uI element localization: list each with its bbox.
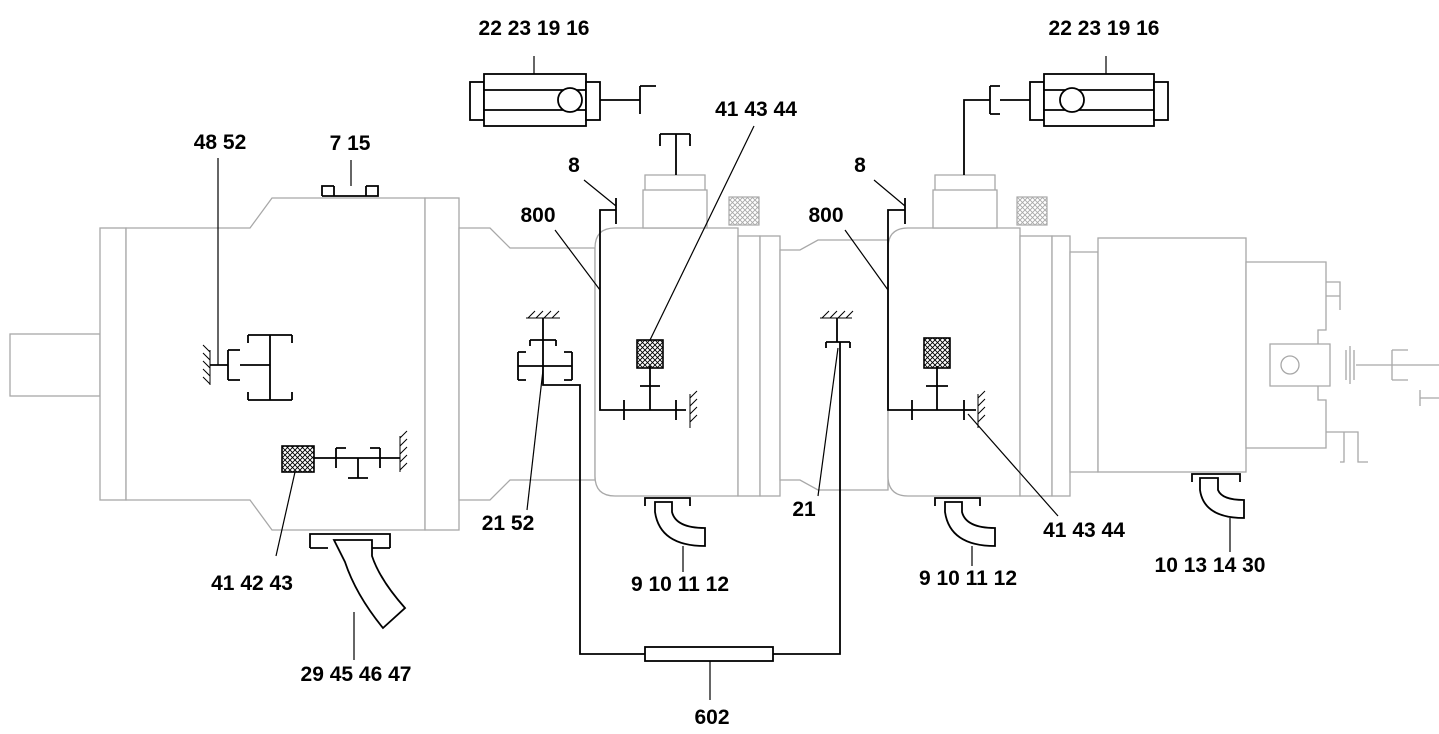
callout-22-23-19-16-left: 22 23 19 16 — [479, 17, 590, 40]
callout-800-left: 800 — [520, 204, 555, 227]
bottom-port-rear — [1191, 473, 1245, 519]
callout-41-43-44-top: 41 43 44 — [715, 98, 797, 121]
callout-29-45-46-47: 29 45 46 47 — [301, 663, 412, 686]
callout-21-52: 21 52 — [482, 512, 535, 535]
callout-41-43-44-bottom: 41 43 44 — [1043, 519, 1125, 542]
callout-22-23-19-16-right: 22 23 19 16 — [1049, 17, 1160, 40]
callout-48-52: 48 52 — [194, 131, 247, 154]
callout-7-15: 7 15 — [330, 132, 371, 155]
callout-21: 21 — [792, 498, 816, 521]
top-port-7-15 — [321, 185, 379, 197]
pump-body-outline — [9, 174, 1439, 531]
filter-assembly-right — [963, 73, 1169, 175]
leader-lines — [217, 56, 1231, 700]
callout-8-right: 8 — [854, 154, 866, 177]
bottom-port-29 — [309, 533, 407, 630]
callout-602: 602 — [694, 706, 729, 729]
bottom-port-section-1 — [644, 497, 706, 547]
callout-10-13-14-30: 10 13 14 30 — [1155, 554, 1266, 577]
callout-labels: 22 23 19 16 22 23 19 16 41 43 44 48 52 7… — [194, 17, 1266, 729]
callout-9-10-11-12-left: 9 10 11 12 — [631, 573, 729, 596]
internal-schematic — [202, 198, 986, 662]
bottom-port-section-2 — [934, 497, 996, 547]
filter-assembly-left — [469, 73, 691, 175]
callout-9-10-11-12-right: 9 10 11 12 — [919, 567, 1017, 590]
callout-8-left: 8 — [568, 154, 580, 177]
callout-41-42-43: 41 42 43 — [211, 572, 293, 595]
callout-800-right: 800 — [808, 204, 843, 227]
